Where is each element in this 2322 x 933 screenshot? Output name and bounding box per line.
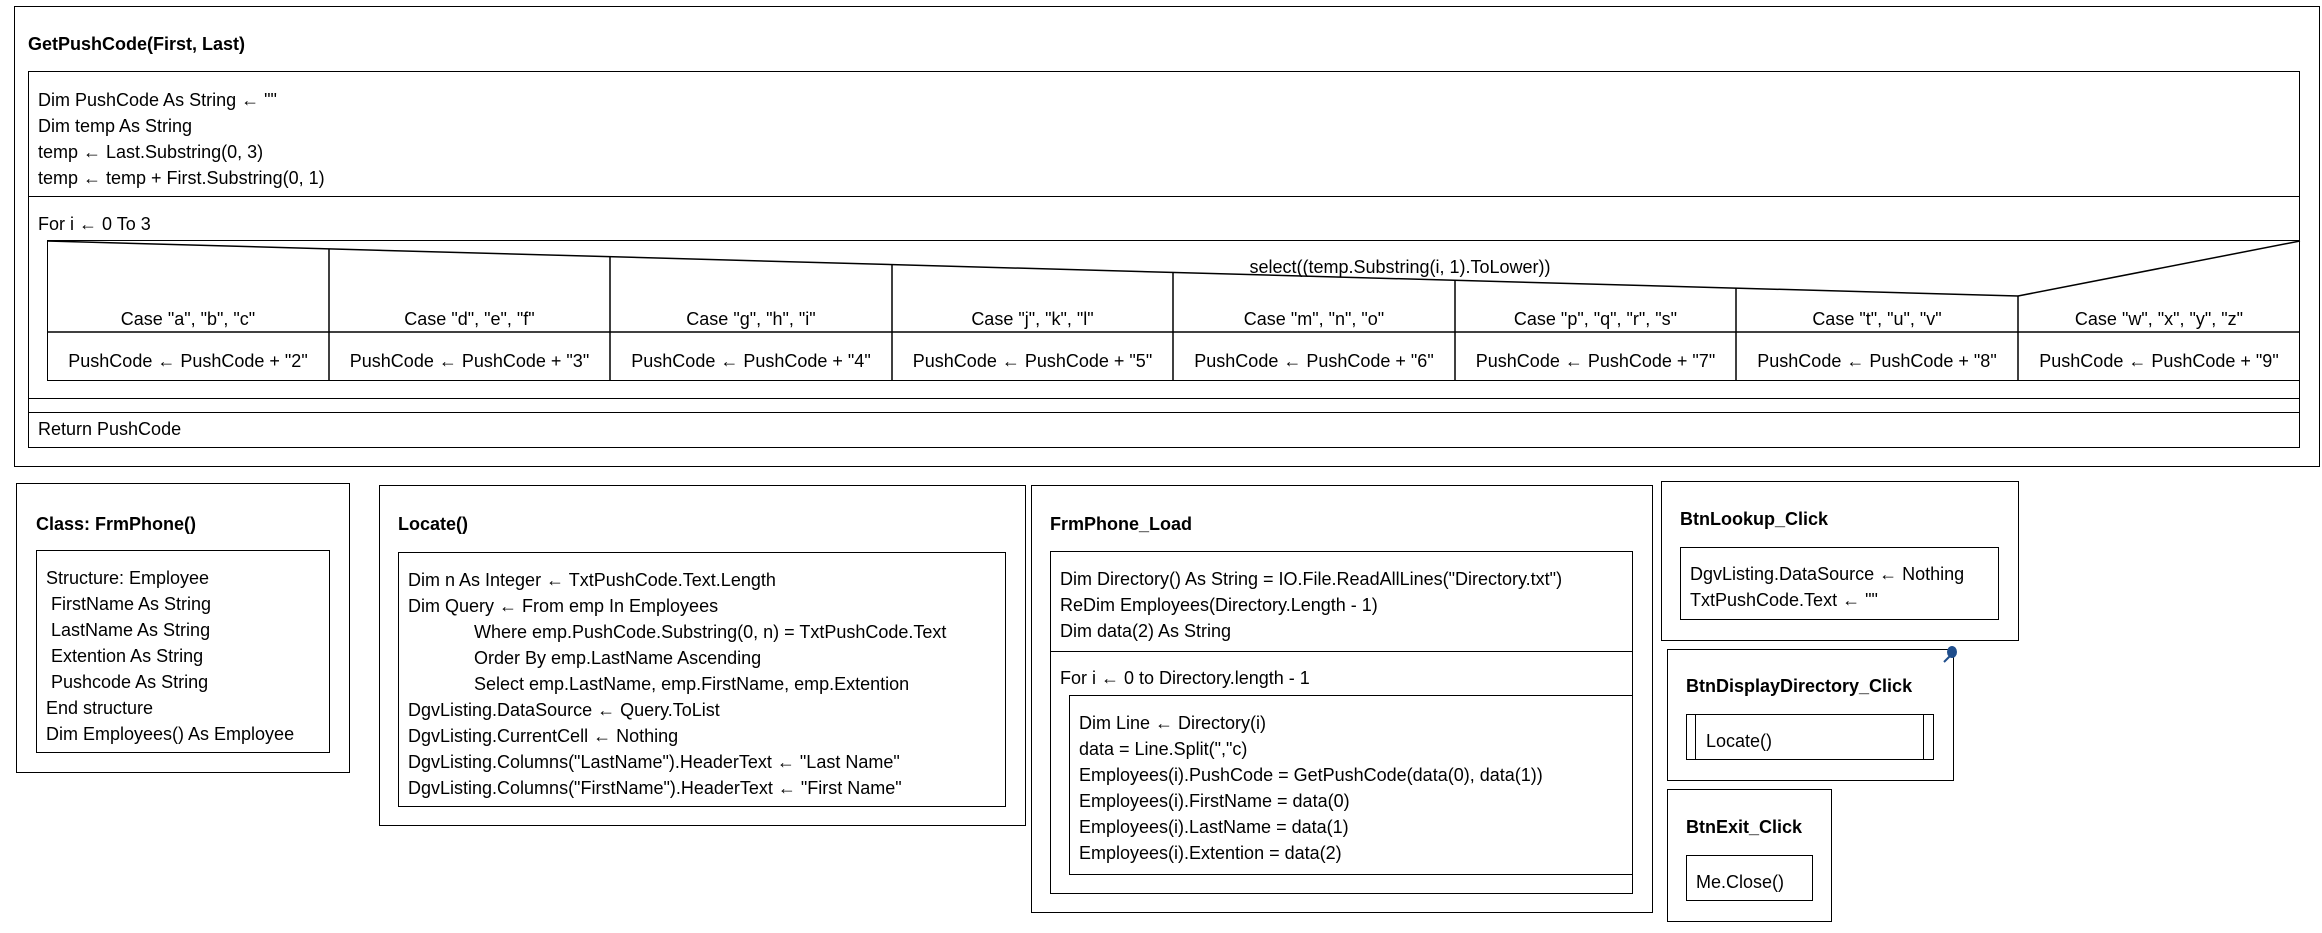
load-decl-line: Dim Directory() As String = IO.File.Read… [1060, 569, 1563, 589]
locate-line: Dim Query ← From emp In Employees [408, 596, 719, 616]
case-label: Case "g", "h", "i" [686, 309, 816, 329]
for-header: For i ← 0 To 3 [38, 214, 151, 234]
class-line: Dim Employees() As Employee [46, 724, 295, 744]
select-label: select((temp.Substring(i, 1).ToLower)) [1249, 257, 1551, 277]
load-loop-line: Employees(i).PushCode = GetPushCode(data… [1079, 765, 1543, 785]
case-label: Case "t", "u", "v" [1812, 309, 1942, 329]
lookup-line: DgvListing.DataSource ← Nothing [1690, 564, 1965, 584]
case-action: PushCode ← PushCode + "3" [349, 351, 590, 371]
load-for-header: For i ← 0 to Directory.length - 1 [1060, 668, 1310, 688]
call-bar-left [1695, 714, 1696, 760]
case-label: Case "a", "b", "c" [120, 309, 256, 329]
decl-line: temp ← Last.Substring(0, 3) [38, 142, 264, 162]
return-line: Return PushCode [38, 419, 182, 439]
btn-lookup-title: BtnLookup_Click [1680, 509, 1829, 529]
get-push-code-title: GetPushCode(First, Last) [28, 34, 246, 54]
class-line: Structure: Employee [46, 568, 210, 588]
return-divider [28, 412, 2300, 413]
case-action: PushCode ← PushCode + "4" [631, 351, 871, 371]
case-label: Case "j", "k", "l" [971, 309, 1094, 329]
load-loop-line: data = Line.Split(","c) [1079, 739, 1248, 759]
locate-call-box [1686, 714, 1934, 760]
locate-line: DgvListing.DataSource ← Query.ToList [408, 700, 720, 720]
btn-exit-body [1686, 855, 1813, 901]
case-action: PushCode ← PushCode + "7" [1475, 351, 1716, 371]
class-line: Extention As String [46, 646, 204, 666]
load-decl-divider [1050, 651, 1633, 652]
btn-lookup-body [1680, 547, 1999, 620]
load-loop-line: Dim Line ← Directory(i) [1079, 713, 1267, 733]
load-decl-line: Dim data(2) As String [1060, 621, 1232, 641]
for-end-divider [28, 398, 2300, 399]
decl-line: Dim temp As String [38, 116, 193, 136]
case-action: PushCode ← PushCode + "9" [2039, 351, 2279, 371]
class-line: End structure [46, 698, 154, 718]
locate-line: DgvListing.CurrentCell ← Nothing [408, 726, 679, 746]
decl-line: temp ← temp + First.Substring(0, 1) [38, 168, 325, 188]
class-line: FirstName As String [46, 594, 212, 614]
load-loop-body [1069, 695, 1633, 875]
locate-line: Order By emp.LastName Ascending [474, 648, 762, 668]
class-line: LastName As String [46, 620, 211, 640]
load-decl-line: ReDim Employees(Directory.Length - 1) [1060, 595, 1378, 615]
locate-line: Dim n As Integer ← TxtPushCode.Text.Leng… [408, 570, 776, 590]
load-loop-line: Employees(i).LastName = data(1) [1079, 817, 1349, 837]
decl-line: Dim PushCode As String ← "" [38, 90, 277, 110]
locate-line: Where emp.PushCode.Substring(0, n) = Txt… [474, 622, 947, 642]
load-loop-line: Employees(i).Extention = data(2) [1079, 843, 1342, 863]
call-bar-right [1923, 714, 1924, 760]
locate-body [398, 552, 1006, 807]
case-action: PushCode ← PushCode + "5" [912, 351, 1153, 371]
case-action: PushCode ← PushCode + "6" [1194, 351, 1434, 371]
case-label: Case "m", "n", "o" [1243, 309, 1385, 329]
load-loop-line: Employees(i).FirstName = data(0) [1079, 791, 1350, 811]
locate-line: DgvListing.Columns("FirstName").HeaderTe… [408, 778, 902, 798]
locate-line: Select emp.LastName, emp.FirstName, emp.… [474, 674, 910, 694]
case-action: PushCode ← PushCode + "2" [68, 351, 308, 371]
decl-divider [28, 196, 2300, 197]
btn-exit-title: BtnExit_Click [1686, 817, 1803, 837]
case-label: Case "p", "q", "r", "s" [1513, 309, 1678, 329]
case-action: PushCode ← PushCode + "8" [1757, 351, 1997, 371]
class-frmphone-body [36, 550, 330, 753]
locate-title: Locate() [398, 514, 469, 534]
exit-line: Me.Close() [1696, 872, 1785, 892]
case-label: Case "d", "e", "f" [404, 309, 535, 329]
locate-line: DgvListing.Columns("LastName").HeaderTex… [408, 752, 900, 772]
class-line: Pushcode As String [46, 672, 209, 692]
btn-display-title: BtnDisplayDirectory_Click [1686, 676, 1913, 696]
class-frmphone-title: Class: FrmPhone() [36, 514, 197, 534]
locate-call: Locate() [1706, 731, 1773, 751]
case-label: Case "w", "x", "y", "z" [2074, 309, 2244, 329]
frmphone-load-title: FrmPhone_Load [1050, 514, 1193, 534]
lookup-line: TxtPushCode.Text ← "" [1690, 590, 1878, 610]
